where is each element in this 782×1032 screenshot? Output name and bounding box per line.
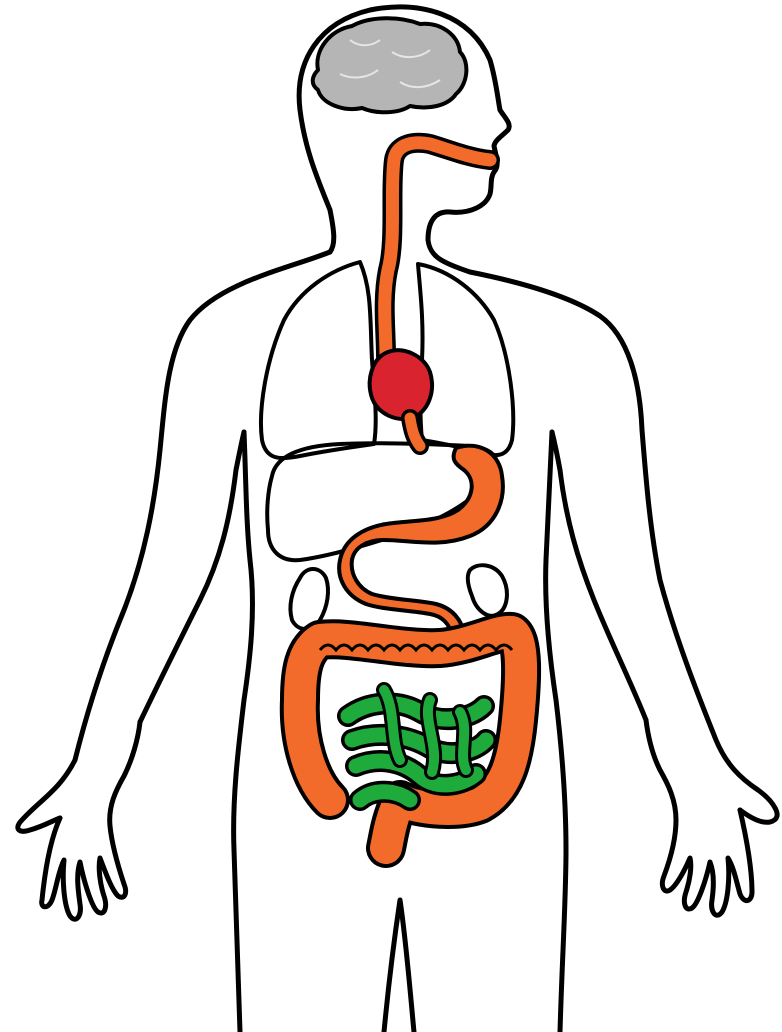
small-intestine: [348, 690, 486, 800]
right-arm-inner-outline: [552, 432, 646, 720]
right-kidney: [468, 565, 507, 616]
neck-left-outline: [330, 210, 334, 252]
right-hand-outline: [646, 720, 752, 915]
heart: [370, 350, 432, 419]
left-hand-outline: [42, 722, 140, 919]
left-torso-outline: [234, 432, 253, 1032]
esophagus: [385, 143, 490, 356]
right-torso-outline: [546, 432, 566, 1032]
left-lung: [261, 262, 376, 458]
legs-outline: [384, 900, 414, 1032]
brain: [313, 18, 467, 112]
right-lung: [418, 264, 513, 455]
